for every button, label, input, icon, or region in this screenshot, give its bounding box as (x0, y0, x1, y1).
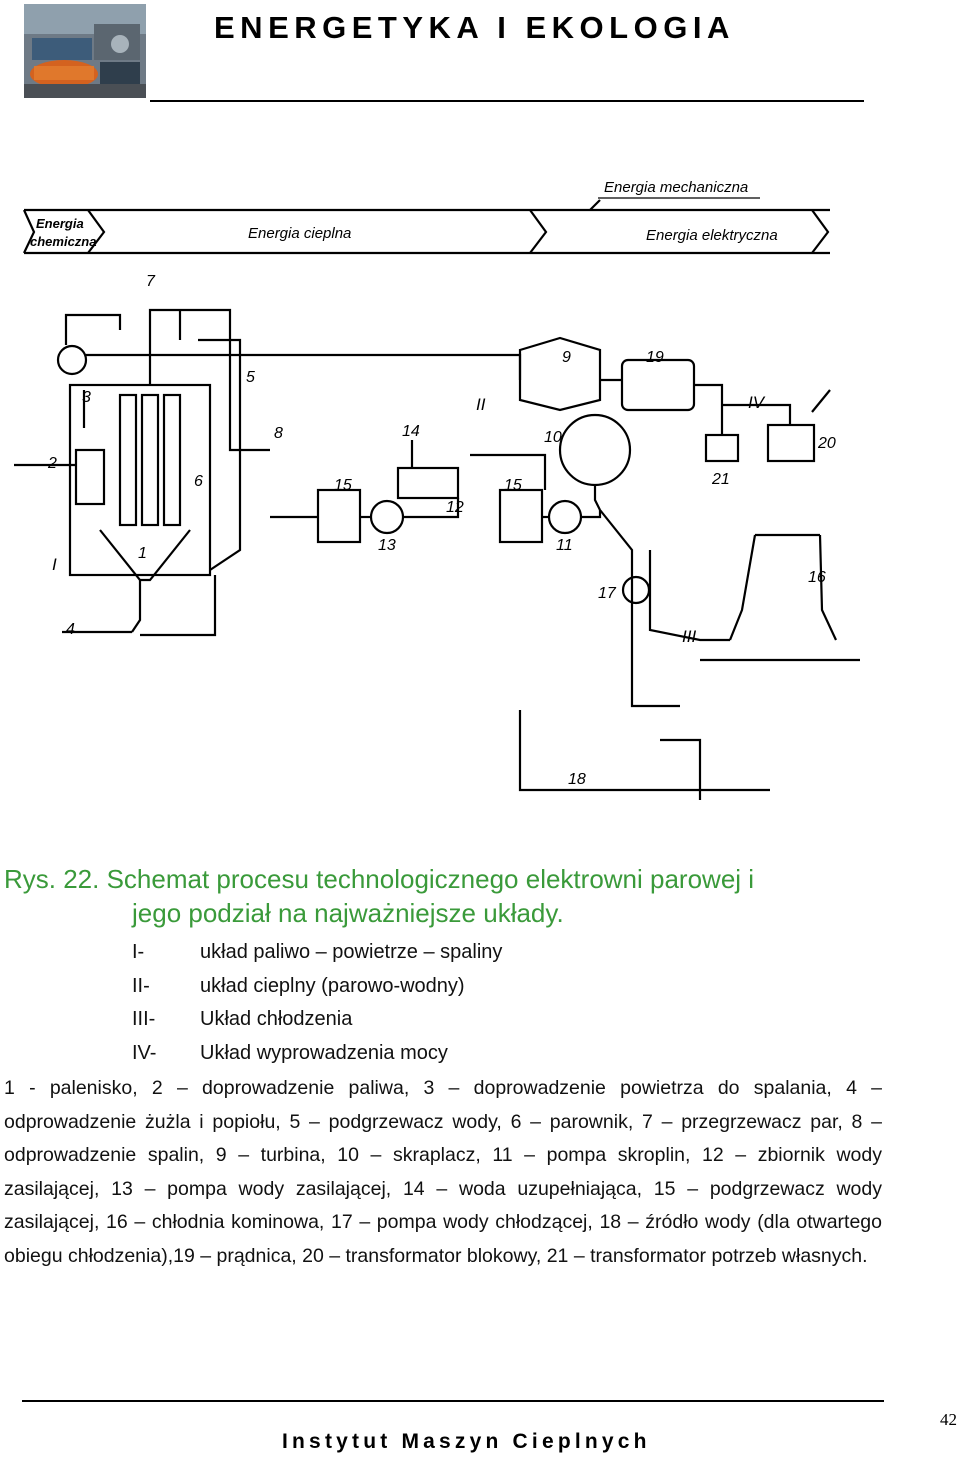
system-row: III- Układ chłodzenia (132, 1005, 502, 1039)
turbine (518, 336, 602, 412)
label-num-2: 2 (47, 455, 57, 472)
condenser-outlet (593, 485, 601, 511)
steam-drum (56, 344, 88, 376)
caption-line-2: jego podział na najważniejsze układy. (132, 898, 564, 928)
feedwater-pump (369, 499, 405, 535)
heater-15-right (498, 488, 544, 544)
system-label: układ paliwo – powietrze – spaliny (200, 941, 503, 963)
system-number: II- (132, 974, 150, 997)
label-num-20: 20 (817, 435, 836, 452)
label-num-21: 21 (711, 471, 730, 488)
label-num-6: 6 (194, 473, 203, 490)
label-energy-chemical-1: Energia (36, 216, 84, 231)
label-num-7: 7 (146, 273, 156, 290)
systems-list: I-układ paliwo – powietrze – spaliny II-… (132, 938, 502, 1072)
header-rule (150, 100, 864, 102)
label-num-9: 9 (562, 349, 571, 366)
energy-arrow-1 (87, 209, 106, 254)
label-num-3: 3 (82, 389, 91, 406)
cooling-water-supply (599, 509, 680, 708)
power-line-2 (722, 403, 792, 425)
condensate-line-2 (581, 510, 602, 519)
boiler-hopper-outlet (131, 580, 142, 633)
label-num-16: 16 (808, 569, 826, 586)
system-number: I- (132, 941, 145, 963)
flue-gas-duct (148, 308, 270, 452)
label-num-18: 18 (568, 771, 586, 788)
flue-gas-exhaust (140, 575, 217, 637)
aux-transformer (704, 433, 740, 463)
label-energy-thermal: Energia cieplna (248, 225, 351, 242)
label-num-10: 10 (544, 429, 562, 446)
condensate-pump (547, 499, 583, 535)
economizer-body (198, 338, 242, 571)
feedwater-tank (396, 466, 460, 500)
block-transformer (766, 423, 816, 463)
boiler-hopper (99, 529, 191, 582)
label-num-4: 4 (66, 621, 75, 638)
header-logo-image (24, 4, 146, 98)
label-num-13: 13 (378, 537, 396, 554)
system-row: II-układ cieplny (parowo-wodny) (132, 972, 502, 1006)
superheater-line (64, 313, 122, 345)
power-out-arrow (811, 389, 831, 413)
label-roman-II: II (476, 395, 486, 414)
footer-rule (22, 1400, 884, 1402)
label-roman-IV: IV (748, 393, 766, 412)
burner (74, 448, 106, 506)
label-num-14: 14 (402, 423, 420, 440)
label-num-12: 12 (446, 499, 464, 516)
evaporator-tube-3 (162, 393, 182, 527)
component-legend: 1 - palenisko, 2 – doprowadzenie paliwa,… (4, 1077, 882, 1267)
figure-caption: Rys. 22. Schemat procesu technologiczneg… (4, 862, 754, 930)
system-row: I-układ paliwo – powietrze – spaliny (132, 938, 502, 972)
heater-15-left (316, 488, 362, 544)
steam-extraction (470, 453, 547, 490)
evaporator-tube-1 (118, 393, 138, 527)
label-num-11: 11 (556, 537, 573, 554)
label-num-15a: 15 (334, 477, 352, 494)
energy-arrow-end (811, 209, 830, 254)
evaporator-tube-2 (140, 393, 160, 527)
system-label: układ cieplny (parowo-wodny) (200, 974, 465, 997)
system-row: IV- Układ wyprowadzenia mocy (132, 1039, 502, 1073)
system-label: Układ chłodzenia (200, 1008, 353, 1030)
system-number: IV- (132, 1041, 157, 1064)
feedwater-line-3 (403, 498, 460, 519)
water-source-intake (518, 710, 770, 792)
condenser (558, 413, 632, 487)
header-title: ENERGETYKA I EKOLOGIA (214, 10, 735, 45)
energy-arrow-2 (529, 209, 548, 254)
mechanical-leader (589, 199, 601, 211)
cooling-tower-right (818, 534, 837, 641)
label-num-8: 8 (274, 425, 283, 442)
label-num-19: 19 (646, 349, 664, 366)
cooling-pump (621, 575, 651, 605)
diagram-svg: Energia chemiczna Energia cieplna Energi… (14, 179, 860, 800)
process-diagram: Energia chemiczna Energia cieplna Energi… (0, 150, 960, 840)
label-roman-III: III (682, 627, 696, 646)
label-num-5: 5 (246, 369, 255, 386)
boiler-body (68, 383, 212, 577)
label-num-17: 17 (598, 585, 617, 602)
label-energy-chemical-2: chemiczna (30, 234, 96, 249)
power-line (694, 383, 724, 435)
label-energy-electrical: Energia elektryczna (646, 227, 778, 244)
label-energy-mechanical: Energia mechaniczna (604, 179, 748, 196)
caption-line-1: Rys. 22. Schemat procesu technologiczneg… (4, 864, 755, 894)
system-number: III- (132, 1008, 156, 1030)
label-num-1: 1 (138, 545, 147, 562)
page-number: 42 (940, 1410, 957, 1429)
footer-institute: Instytut Maszyn Cieplnych (282, 1430, 651, 1453)
generator (620, 358, 696, 412)
label-roman-I: I (52, 555, 57, 574)
water-source-channel (660, 738, 702, 800)
system-label: Układ wyprowadzenia mocy (200, 1041, 448, 1064)
label-num-15b: 15 (504, 477, 522, 494)
cooling-tower-left (728, 534, 757, 641)
energy-arrow-start (22, 209, 36, 254)
